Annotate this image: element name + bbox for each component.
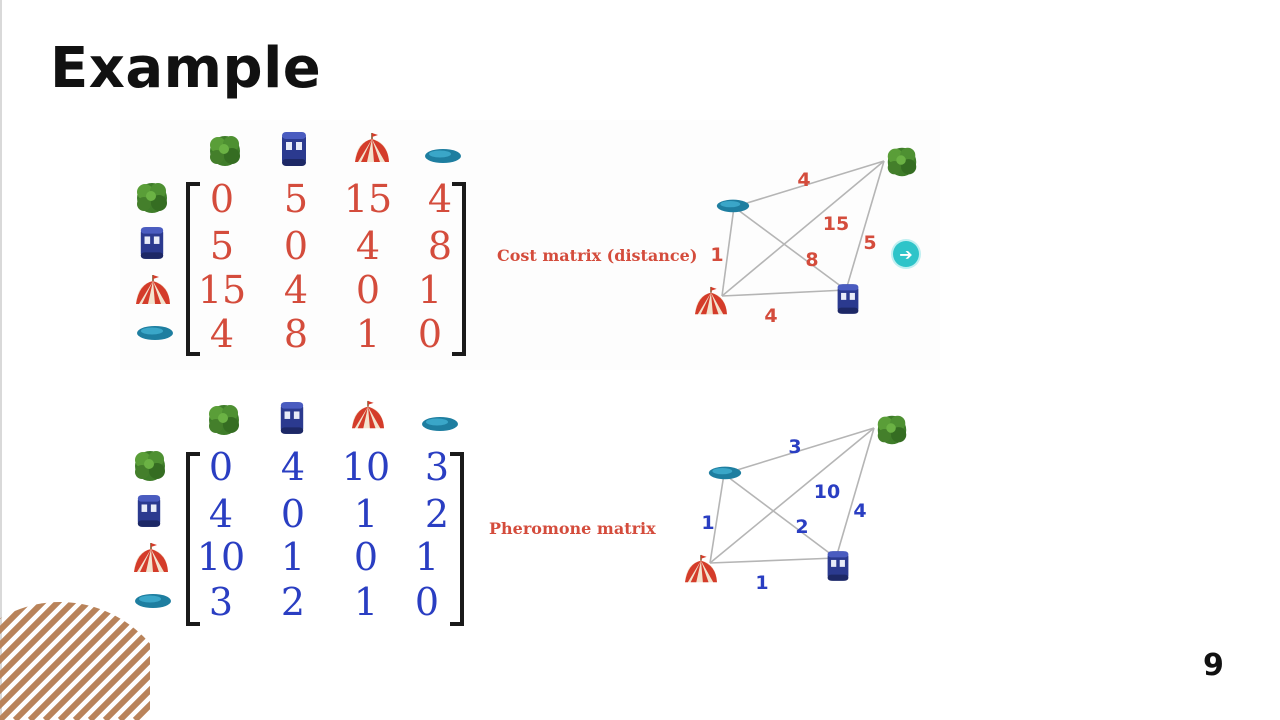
matrix-cell: 0: [280, 492, 306, 536]
matrix-cell: 1: [280, 535, 306, 579]
matrix-cell: 4: [280, 445, 306, 489]
edge-label-lake-tent: 1: [701, 512, 715, 534]
page-number: 9: [1203, 648, 1224, 683]
edge-label-lake-tree: 3: [788, 436, 802, 458]
matrix-cell: 5: [209, 224, 235, 268]
matrix-cell: 0: [208, 445, 234, 489]
matrix-cell: 0: [355, 268, 381, 312]
edge-label-tent-tank: 1: [755, 572, 769, 594]
pointer-cursor-icon[interactable]: ➔: [893, 241, 919, 267]
matrix-cell: 4: [209, 312, 235, 356]
edge-label-tree-tent: 10: [813, 481, 841, 503]
edge-label-lake-tank: 2: [795, 516, 809, 538]
tent-icon: [682, 554, 720, 586]
matrix-cell: 4: [208, 492, 234, 536]
matrix-cell: 1: [355, 312, 381, 356]
edge-label-tree-tank: 5: [863, 232, 877, 254]
slide-title: Example: [50, 36, 322, 101]
matrix-cell: 0: [283, 224, 309, 268]
matrix-bracket-left: [186, 182, 200, 356]
cost-matrix-label: Cost matrix (distance): [497, 246, 698, 265]
edge-label-lake-tent: 1: [710, 244, 724, 266]
edge-label-tree-tent: 15: [822, 213, 850, 235]
stripe-pattern: [0, 602, 150, 720]
matrix-bracket-left: [186, 452, 200, 626]
edge-label-tent-tank: 4: [764, 305, 778, 327]
tree-icon: [872, 410, 912, 448]
matrix-cell: 0: [414, 580, 440, 624]
matrix-cell: 1: [414, 535, 440, 579]
matrix-cell: 8: [427, 224, 453, 268]
pheromone-matrix-label: Pheromone matrix: [489, 519, 656, 538]
decorative-stripes: [0, 600, 150, 720]
edge-label-lake-tree: 4: [797, 169, 811, 191]
matrix-cell: 4: [283, 268, 309, 312]
tank-icon: [825, 546, 851, 586]
edge-label-lake-tank: 8: [805, 249, 819, 271]
matrix-cell: 15: [197, 268, 247, 312]
matrix-cell: 5: [283, 177, 309, 221]
matrix-cell: 0: [417, 312, 443, 356]
matrix-cell: 1: [353, 492, 379, 536]
matrix-cell: 8: [283, 312, 309, 356]
matrix-cell: 10: [196, 535, 246, 579]
edge-label-tree-tank: 4: [853, 500, 867, 522]
matrix-cell: 10: [341, 445, 391, 489]
matrix-cell: 1: [353, 580, 379, 624]
lake-icon: [706, 463, 744, 481]
matrix-cell: 3: [208, 580, 234, 624]
matrix-cell: 2: [424, 492, 450, 536]
matrix-cell: 1: [417, 268, 443, 312]
matrix-cell: 3: [424, 445, 450, 489]
matrix-cell: 15: [343, 177, 393, 221]
matrix-bracket-right: [452, 182, 466, 356]
matrix-cell: 0: [353, 535, 379, 579]
cost-panel: [120, 120, 940, 370]
matrix-cell: 0: [209, 177, 235, 221]
matrix-bracket-right: [450, 452, 464, 626]
matrix-cell: 4: [427, 177, 453, 221]
matrix-cell: 2: [280, 580, 306, 624]
matrix-cell: 4: [355, 224, 381, 268]
